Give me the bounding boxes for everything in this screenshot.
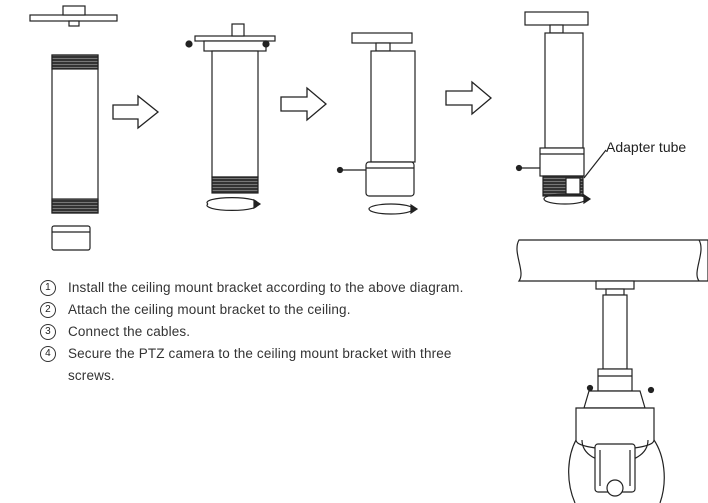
stage-1-parts — [29, 5, 118, 251]
step-1: 1 Install the ceiling mount bracket acco… — [40, 277, 500, 299]
step-2: 2 Attach the ceiling mount bracket to th… — [40, 299, 500, 321]
step-number-4: 4 — [40, 346, 56, 362]
rotate-arrow-3 — [368, 203, 414, 215]
ceiling-plate — [29, 5, 118, 27]
callout-leader — [583, 149, 607, 179]
arrow-1 — [112, 94, 160, 130]
bracket-tube — [51, 54, 99, 214]
step-4: 4 Secure the PTZ camera to the ceiling m… — [40, 343, 500, 387]
step-text-2: Attach the ceiling mount bracket to the … — [68, 302, 351, 317]
instruction-steps: 1 Install the ceiling mount bracket acco… — [40, 277, 500, 387]
step-3: 3 Connect the cables. — [40, 321, 500, 343]
arrow-2 — [280, 86, 328, 122]
ceiling-section — [516, 239, 708, 282]
rotate-arrow-2 — [206, 197, 258, 211]
step-number-2: 2 — [40, 302, 56, 318]
adapter-tube-callout: Adapter tube — [606, 139, 687, 155]
stage-2-assembly — [185, 23, 276, 211]
arrow-3 — [445, 80, 493, 116]
step-number-3: 3 — [40, 324, 56, 340]
stage-4-assembly — [515, 11, 607, 205]
step-text-1: Install the ceiling mount bracket accord… — [68, 280, 464, 295]
adapter-tube-part — [51, 225, 91, 251]
step-text-4: Secure the PTZ camera to the ceiling mou… — [68, 346, 452, 383]
step-text-3: Connect the cables. — [68, 324, 191, 339]
mounted-camera — [568, 280, 665, 503]
step-number-1: 1 — [40, 280, 56, 296]
stage-3-assembly — [336, 32, 419, 215]
